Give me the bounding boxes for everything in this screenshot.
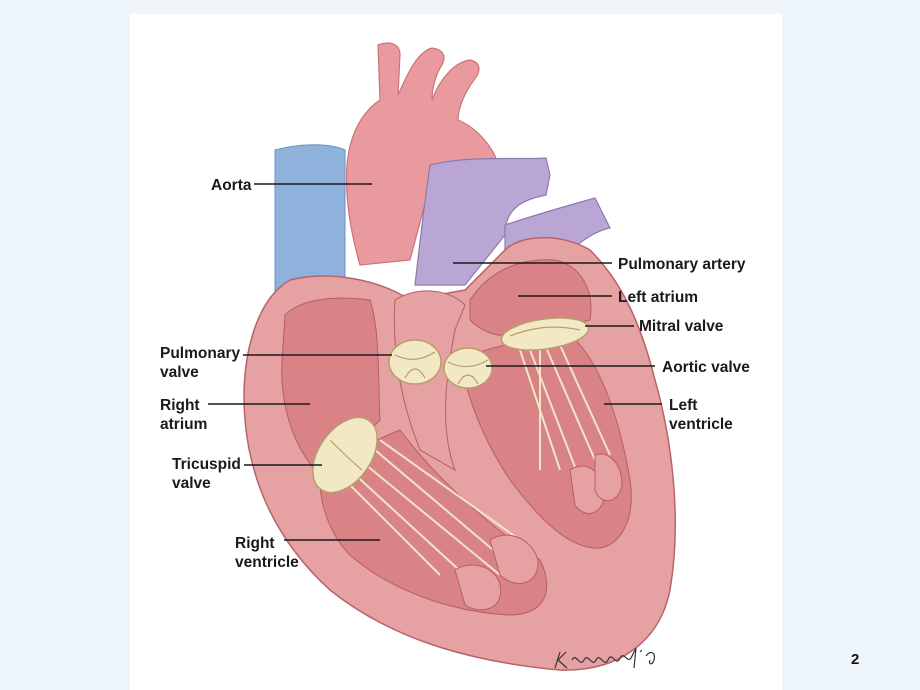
mitral-valve-label: Mitral valve xyxy=(639,318,724,335)
left-ventricle-label-line1: Left xyxy=(669,397,697,414)
page-number: 2 xyxy=(851,651,860,668)
right-ventricle-label-line1: Right xyxy=(235,535,275,552)
chordae-tendineae xyxy=(344,344,611,581)
tricuspid-valve-label-line2: valve xyxy=(172,475,211,492)
tricuspid-valve-label-line1: Tricuspid xyxy=(172,456,241,473)
right-ventricle-label-line2: ventricle xyxy=(235,554,299,571)
papillary-muscles xyxy=(454,453,623,611)
aorta-arch xyxy=(345,42,499,266)
aortic-valve-label: Aortic valve xyxy=(662,359,750,376)
pulmonary-valve-label-line1: Pulmonary xyxy=(160,345,240,362)
aorta-label: Aorta xyxy=(211,177,252,194)
mitral-valve-shape xyxy=(500,317,590,351)
right-ventricle-chamber xyxy=(319,429,548,616)
right-atrium-label-line1: Right xyxy=(160,397,200,414)
pulmonary-valve-shape xyxy=(388,339,442,385)
pulmonary-artery-label: Pulmonary artery xyxy=(618,256,746,273)
left-atrium-label: Left atrium xyxy=(618,289,698,306)
pulmonary-valve-label-line2: valve xyxy=(160,364,199,381)
tricuspid-valve-shape xyxy=(312,416,378,494)
aortic-valve-shape xyxy=(443,347,493,389)
right-atrium-label-line2: atrium xyxy=(160,416,207,433)
left-ventricle-label-line2: ventricle xyxy=(669,416,733,433)
artist-signature xyxy=(554,647,655,669)
left-atrium-chamber xyxy=(469,259,592,337)
